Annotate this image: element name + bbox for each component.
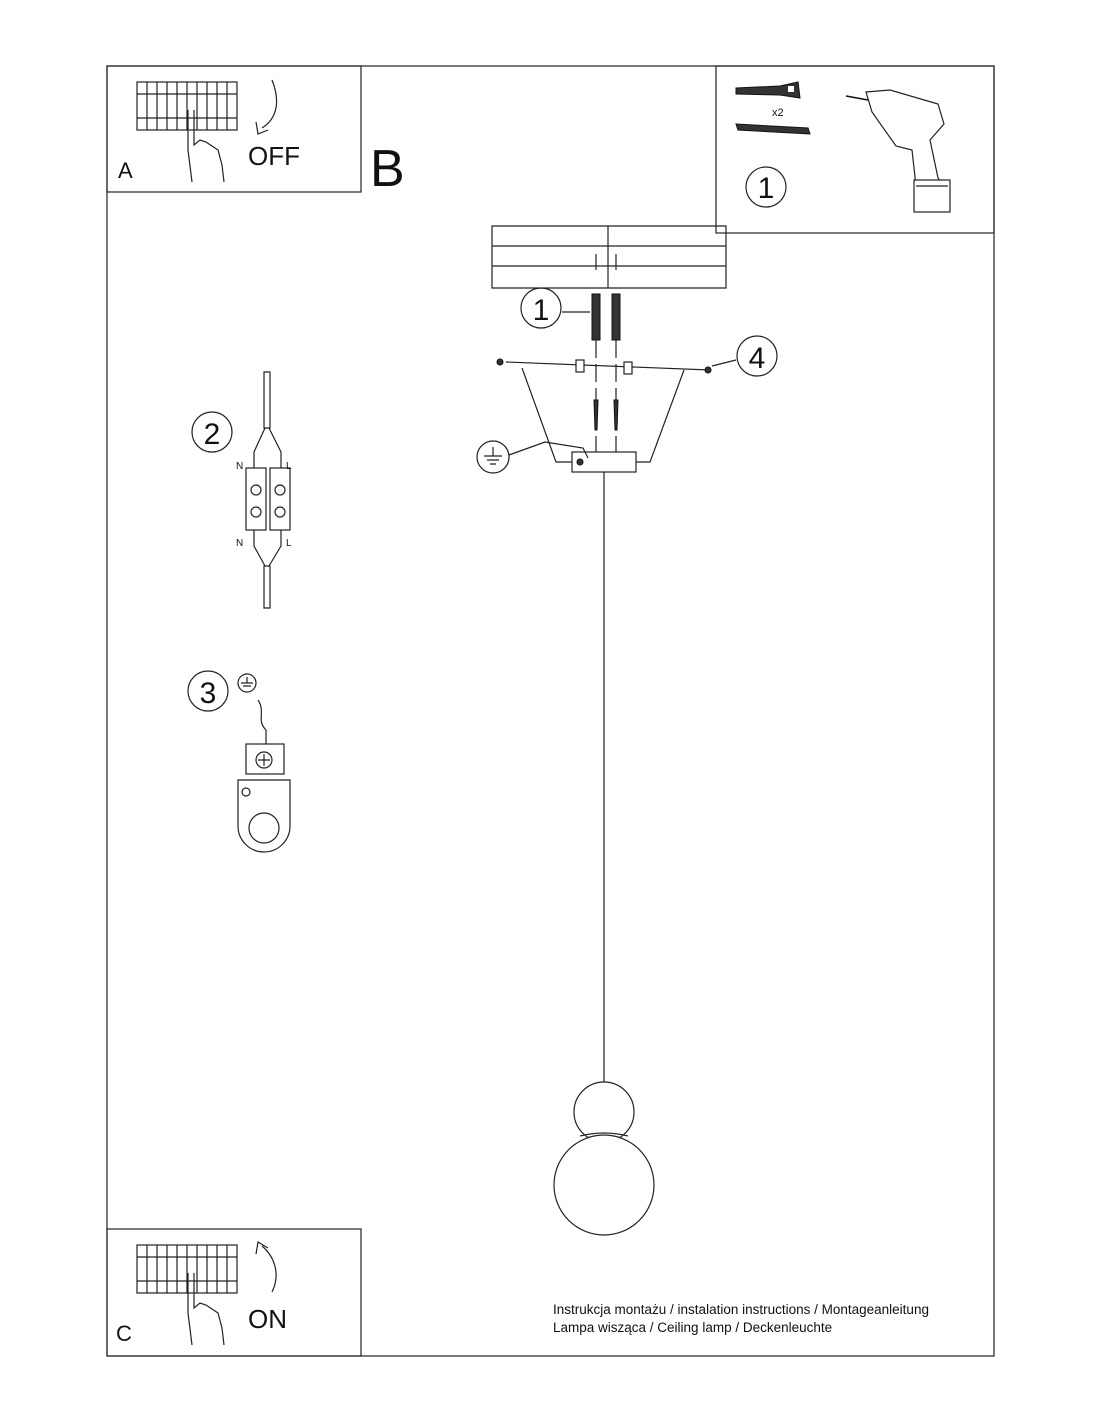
terminal-block-wiring: 2 N L N L xyxy=(191,371,292,609)
on-label: ON xyxy=(248,1304,287,1334)
hand-icon xyxy=(187,110,225,183)
arrow-down-icon xyxy=(255,79,278,135)
panel-c-power-on: ON C xyxy=(106,1228,362,1357)
off-label: OFF xyxy=(248,141,300,171)
tools-panel: x2 1 xyxy=(715,65,995,234)
quantity-label: x2 xyxy=(772,107,784,119)
callout-4-circle xyxy=(736,335,778,377)
footer-line-1: Instrukcja montażu / instalation instruc… xyxy=(553,1302,929,1317)
label-n-bottom: N xyxy=(236,538,243,549)
step-1-number: 1 xyxy=(758,172,775,205)
callout-1-circle xyxy=(520,287,562,329)
callout-3: 3 xyxy=(200,677,217,710)
wall-plugs xyxy=(591,293,621,341)
label-n-top: N xyxy=(236,461,243,472)
ground-symbol-icon xyxy=(237,673,257,693)
callout-2: 2 xyxy=(204,418,221,451)
panel-a-power-off: OFF A xyxy=(106,65,362,193)
label-l-top: L xyxy=(286,461,292,472)
panel-c-letter: C xyxy=(116,1321,132,1346)
ceiling-illustration xyxy=(491,225,727,289)
footer-line-2: Lampa wisząca / Ceiling lamp / Deckenleu… xyxy=(553,1320,832,1335)
screw-icon xyxy=(735,123,811,135)
mounting-screws xyxy=(593,399,619,431)
breaker-panel-icon xyxy=(136,1244,238,1294)
panel-a-letter: A xyxy=(118,158,133,183)
hand-icon xyxy=(187,1273,225,1346)
ground-terminal: 3 xyxy=(187,670,291,853)
lamp-shade xyxy=(553,1081,655,1236)
callout-1: 1 xyxy=(533,294,550,327)
wall-plug-icon xyxy=(735,81,801,99)
breaker-panel-icon xyxy=(136,81,238,131)
label-l-bottom: L xyxy=(286,538,292,549)
ground-symbol-icon xyxy=(476,440,510,474)
mounting-bracket xyxy=(496,358,712,375)
panel-b-letter: B xyxy=(370,140,405,198)
canopy xyxy=(521,367,685,473)
page-frame xyxy=(106,65,995,1357)
callout-4: 4 xyxy=(749,342,766,375)
arrow-up-icon xyxy=(255,1241,277,1293)
step-1-circle xyxy=(745,166,787,208)
drill-icon xyxy=(845,89,951,213)
